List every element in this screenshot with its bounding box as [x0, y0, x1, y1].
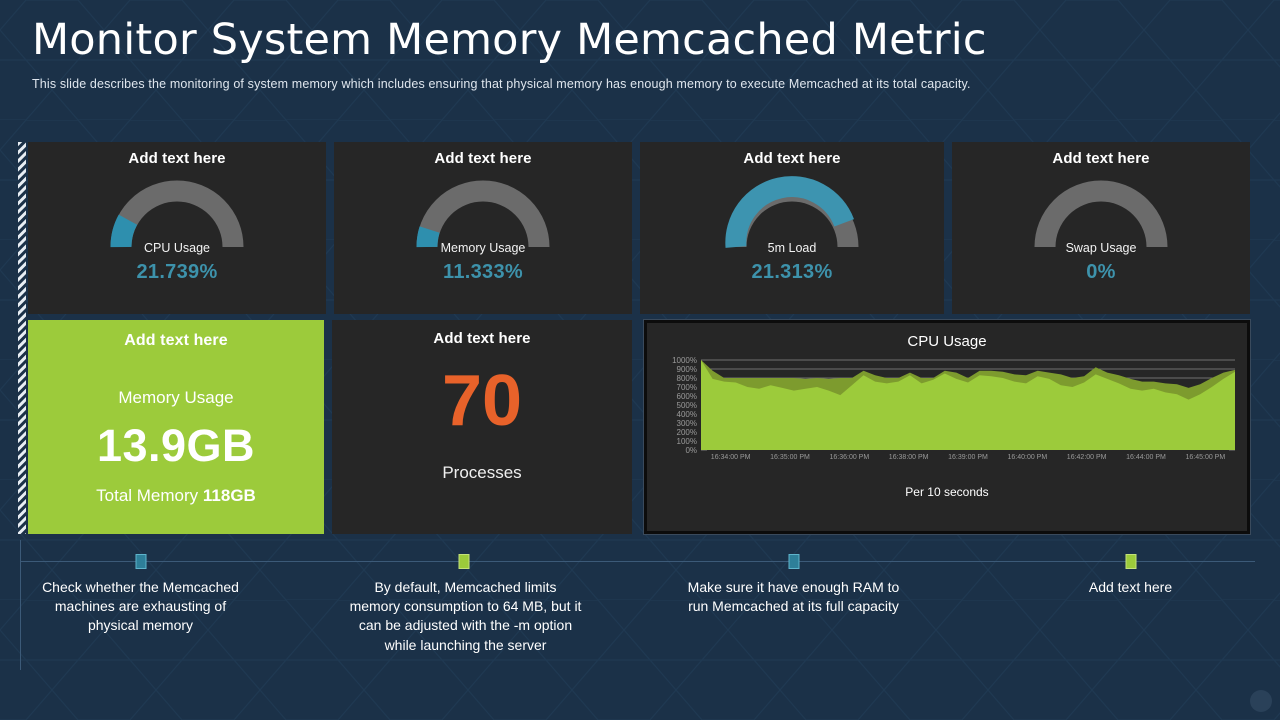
- gauge-card-header: Add text here: [743, 150, 841, 167]
- chart-xtick: 16:40:00 PM: [1007, 454, 1048, 461]
- chart-xaxis-label: Per 10 seconds: [905, 485, 989, 499]
- svg-text:700%: 700%: [677, 383, 697, 392]
- chart-xtick: 16:36:00 PM: [829, 454, 870, 461]
- gauge-arc-cpu-usage: [110, 180, 244, 248]
- gauge-value: 11.333%: [443, 261, 523, 283]
- memory-metric-label: Memory Usage: [118, 388, 234, 407]
- memory-usage-card[interactable]: Add text here Memory Usage 13.9GB Total …: [28, 320, 324, 534]
- chart-xtick: 16:34:00 PM: [710, 454, 751, 461]
- corner-decoration: [1250, 690, 1272, 712]
- gauge-value: 21.313%: [751, 261, 833, 283]
- page-subtitle: This slide describes the monitoring of s…: [32, 77, 971, 92]
- caption-marker-4: [1125, 554, 1137, 569]
- chart-xtick: 16:35:00 PM: [770, 454, 810, 461]
- svg-text:300%: 300%: [677, 419, 697, 428]
- svg-text:200%: 200%: [677, 428, 697, 437]
- gauge-card-5m-load[interactable]: Add text here 5m Load 21.313%: [640, 142, 944, 314]
- gauge-arc-memory-usage: [416, 180, 550, 248]
- caption-marker-2: [458, 554, 470, 569]
- svg-text:500%: 500%: [677, 401, 697, 410]
- gauge-card-swap-usage[interactable]: Add text here Swap Usage 0%: [952, 142, 1250, 314]
- processes-value: 70: [441, 361, 523, 441]
- chart-xtick: 16:45:00 PM: [1185, 454, 1226, 461]
- gauge-card-cpu-usage[interactable]: Add text here CPU Usage 21.739%: [28, 142, 326, 314]
- gauge-label: CPU Usage: [144, 241, 210, 255]
- chart-plot-area: 1000%900%800%700%600%500%400%300%200%100…: [653, 356, 1239, 468]
- svg-text:900%: 900%: [677, 365, 697, 374]
- memory-total-label: Total Memory: [96, 486, 199, 505]
- caption-text-4: Add text here: [1088, 579, 1173, 595]
- dashboard: Add text here CPU Usage 21.739% Add text…: [18, 142, 1250, 534]
- slide-header: Monitor System Memory Memcached Metric T…: [32, 16, 1252, 91]
- gauge-label: Memory Usage: [440, 241, 526, 255]
- svg-text:800%: 800%: [677, 374, 697, 383]
- memory-metric-value: 13.9GB: [96, 420, 256, 471]
- gauge-arc-5m-load: [725, 176, 859, 248]
- gauge-card-header: Add text here: [128, 150, 226, 167]
- memory-card-header: Add text here: [124, 332, 228, 349]
- processes-card[interactable]: Add text here 70 Processes: [332, 320, 632, 534]
- gauge-cpu-usage: CPU Usage 21.739%: [28, 171, 326, 289]
- page-title: Monitor System Memory Memcached Metric: [32, 15, 987, 65]
- chart-title: CPU Usage: [907, 333, 987, 350]
- gauge-card-header: Add text here: [434, 150, 532, 167]
- gauge-arc-swap-usage: [1034, 180, 1168, 248]
- svg-text:100%: 100%: [677, 437, 697, 446]
- svg-text:0%: 0%: [685, 446, 697, 455]
- gauge-5m-load: 5m Load 21.313%: [640, 171, 944, 289]
- gauge-card-memory-usage[interactable]: Add text here Memory Usage 11.333%: [334, 142, 632, 314]
- hatched-accent-bar: [18, 142, 26, 534]
- chart-xtick: 16:38:00 PM: [888, 454, 929, 461]
- cpu-usage-area-chart: 1000%900%800%700%600%500%400%300%200%100…: [672, 356, 1235, 455]
- caption-text-1: Check whether the Memcached machines are…: [42, 579, 239, 634]
- gauge-value: 0%: [1086, 261, 1116, 283]
- svg-text:600%: 600%: [677, 392, 697, 401]
- gauge-value: 21.739%: [136, 261, 218, 283]
- processes-label: Processes: [442, 463, 522, 482]
- memory-total: Total Memory 118GB: [28, 486, 324, 506]
- gauge-card-header: Add text here: [1052, 150, 1150, 167]
- cpu-usage-chart-card[interactable]: CPU Usage 1000%900%800%700%600%500%400%3…: [644, 320, 1250, 534]
- gauge-label: 5m Load: [767, 241, 817, 255]
- chart-xtick: 16:39:00 PM: [948, 454, 988, 461]
- memory-total-value: 118GB: [202, 486, 256, 505]
- svg-text:400%: 400%: [677, 410, 697, 419]
- gauge-label: Swap Usage: [1065, 241, 1137, 255]
- caption-text-3: Make sure it have enough RAM to run Memc…: [687, 579, 900, 615]
- chart-xtick: 16:44:00 PM: [1126, 454, 1166, 461]
- gauge-swap-usage: Swap Usage 0%: [952, 171, 1250, 289]
- caption-marker-3: [788, 554, 800, 569]
- chart-xtick: 16:42:00 PM: [1066, 454, 1107, 461]
- caption-horizontal-rule: [20, 561, 1255, 562]
- caption-marker-1: [135, 554, 147, 569]
- gauge-memory-usage: Memory Usage 11.333%: [334, 171, 632, 289]
- caption-text-2: By default, Memcached limits memory cons…: [349, 579, 582, 653]
- svg-text:1000%: 1000%: [672, 356, 697, 365]
- processes-card-header: Add text here: [433, 330, 531, 347]
- caption-vertical-rule: [20, 540, 21, 670]
